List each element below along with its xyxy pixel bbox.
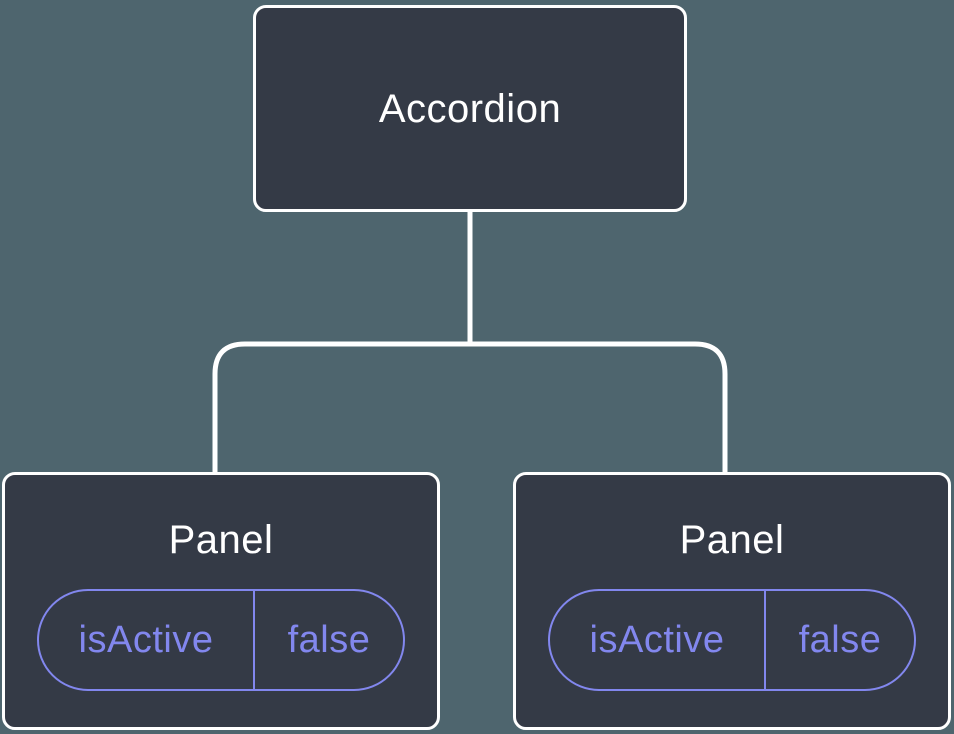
connector-branch — [212, 341, 728, 474]
panel-node-label: Panel — [168, 518, 274, 562]
state-pill: isActive false — [37, 589, 405, 691]
state-pill: isActive false — [548, 589, 916, 691]
panel-node-left: Panel isActive false — [2, 472, 440, 730]
state-value: false — [798, 618, 882, 661]
state-key: isActive — [550, 591, 766, 689]
accordion-node-label: Accordion — [378, 86, 562, 131]
panel-node-right: Panel isActive false — [513, 472, 951, 730]
state-key: isActive — [39, 591, 255, 689]
accordion-node: Accordion — [253, 5, 687, 212]
state-value: false — [287, 618, 371, 661]
panel-node-label: Panel — [679, 518, 785, 562]
